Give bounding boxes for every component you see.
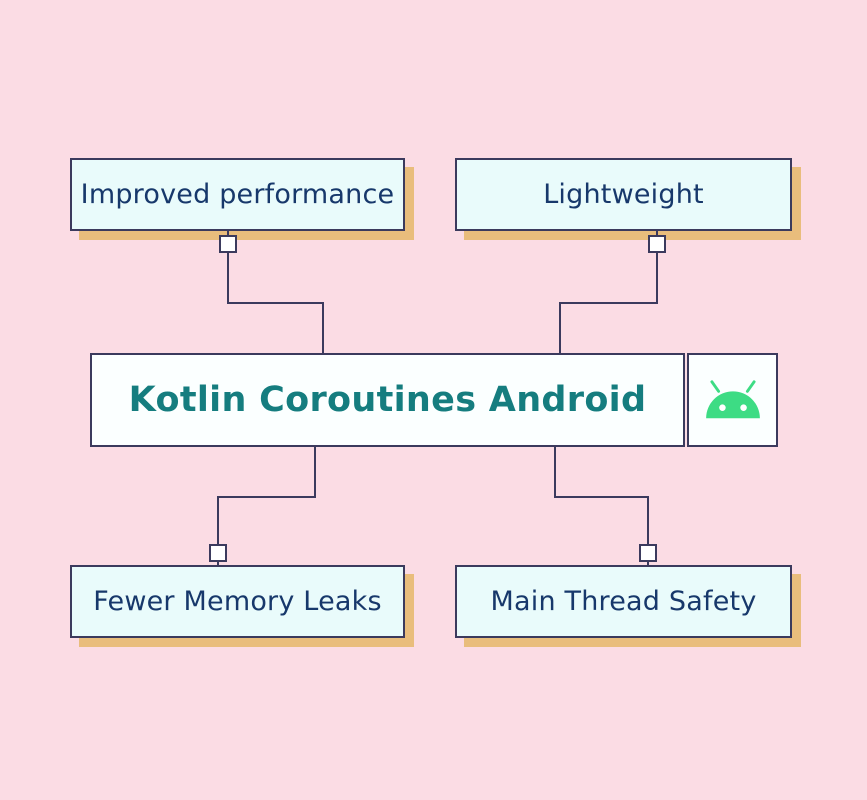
android-robot-icon xyxy=(705,380,760,419)
node-fewer-memory-leaks: Fewer Memory Leaks xyxy=(70,565,405,638)
junction-square xyxy=(639,544,657,562)
junction-square xyxy=(648,235,666,253)
connector-bottom-left xyxy=(217,447,316,565)
diagram-title: Kotlin Coroutines Android xyxy=(128,380,647,420)
node-center-title: Kotlin Coroutines Android xyxy=(90,353,685,447)
node-label: Fewer Memory Leaks xyxy=(93,586,382,617)
connector-bottom-right xyxy=(554,447,649,565)
connector-top-right xyxy=(559,231,658,353)
connector-top-left xyxy=(227,231,324,353)
node-label: Main Thread Safety xyxy=(490,586,757,617)
junction-square xyxy=(219,235,237,253)
node-main-thread-safety: Main Thread Safety xyxy=(455,565,792,638)
android-icon-box xyxy=(687,353,778,447)
node-label: Improved performance xyxy=(80,179,395,210)
junction-square xyxy=(209,544,227,562)
node-label: Lightweight xyxy=(543,179,704,210)
node-improved-performance: Improved performance xyxy=(70,158,405,231)
node-lightweight: Lightweight xyxy=(455,158,792,231)
